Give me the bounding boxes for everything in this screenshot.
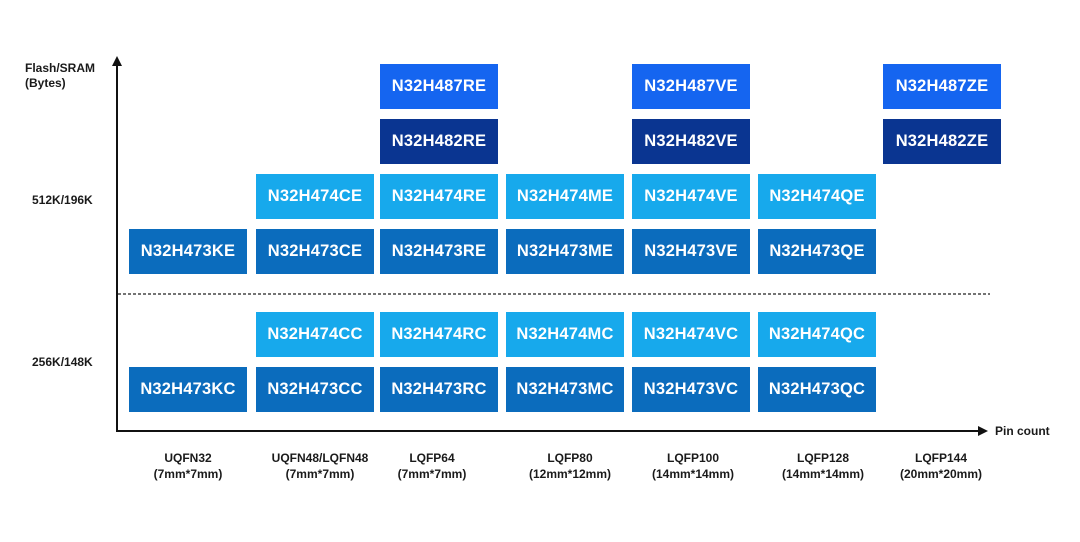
package-size: (14mm*14mm) [781, 467, 865, 481]
part-n32h474re: N32H474RE [380, 174, 498, 219]
part-n32h473re: N32H473RE [380, 229, 498, 274]
part-n32h473qe: N32H473QE [758, 229, 876, 274]
part-n32h473rc: N32H473RC [380, 367, 498, 412]
package-label-lqfp100: LQFP100 (14mm*14mm) [623, 450, 763, 482]
part-n32h487re: N32H487RE [380, 64, 498, 109]
package-size: (20mm*20mm) [899, 467, 983, 481]
part-n32h474vc: N32H474VC [632, 312, 750, 357]
part-n32h473mc: N32H473MC [506, 367, 624, 412]
part-n32h473ke: N32H473KE [129, 229, 247, 274]
part-n32h487ve: N32H487VE [632, 64, 750, 109]
y-axis-title: Flash/SRAM (Bytes) [25, 61, 95, 91]
package-size: (14mm*14mm) [651, 467, 735, 481]
part-n32h474qe: N32H474QE [758, 174, 876, 219]
part-n32h487ze: N32H487ZE [883, 64, 1001, 109]
package-label-uqfn48-lqfn48: UQFN48/LQFN48 (7mm*7mm) [250, 450, 390, 482]
y-axis-title-line1: Flash/SRAM [25, 61, 96, 75]
y-tick-512k: 512K/196K [32, 193, 93, 207]
part-n32h482ve: N32H482VE [632, 119, 750, 164]
package-label-lqfp64: LQFP64 (7mm*7mm) [362, 450, 502, 482]
package-name: LQFP64 [409, 451, 455, 465]
part-n32h474me: N32H474ME [506, 174, 624, 219]
package-size: (7mm*7mm) [285, 467, 355, 481]
package-size: (7mm*7mm) [397, 467, 467, 481]
package-name: LQFP144 [914, 451, 968, 465]
part-n32h474rc: N32H474RC [380, 312, 498, 357]
package-label-lqfp128: LQFP128 (14mm*14mm) [753, 450, 893, 482]
package-name: UQFN48/LQFN48 [271, 451, 369, 465]
part-n32h474ve: N32H474VE [632, 174, 750, 219]
package-name: LQFP128 [796, 451, 850, 465]
y-tick-256k: 256K/148K [32, 355, 93, 369]
part-n32h473qc: N32H473QC [758, 367, 876, 412]
part-n32h474qc: N32H474QC [758, 312, 876, 357]
part-n32h473ce: N32H473CE [256, 229, 374, 274]
package-label-uqfn32: UQFN32 (7mm*7mm) [118, 450, 258, 482]
package-name: LQFP100 [666, 451, 720, 465]
part-n32h474mc: N32H474MC [506, 312, 624, 357]
part-n32h474ce: N32H474CE [256, 174, 374, 219]
part-n32h473me: N32H473ME [506, 229, 624, 274]
part-n32h474cc: N32H474CC [256, 312, 374, 357]
part-n32h473vc: N32H473VC [632, 367, 750, 412]
part-n32h482re: N32H482RE [380, 119, 498, 164]
x-axis-title: Pin count [995, 424, 1050, 438]
package-label-lqfp144: LQFP144 (20mm*20mm) [871, 450, 1011, 482]
part-n32h473cc: N32H473CC [256, 367, 374, 412]
part-n32h473kc: N32H473KC [129, 367, 247, 412]
part-n32h482ze: N32H482ZE [883, 119, 1001, 164]
package-name: LQFP80 [547, 451, 593, 465]
package-name: UQFN32 [164, 451, 212, 465]
y-axis-title-line2: (Bytes) [25, 76, 66, 90]
part-n32h473ve: N32H473VE [632, 229, 750, 274]
package-size: (12mm*12mm) [528, 467, 612, 481]
package-label-lqfp80: LQFP80 (12mm*12mm) [500, 450, 640, 482]
package-size: (7mm*7mm) [153, 467, 223, 481]
